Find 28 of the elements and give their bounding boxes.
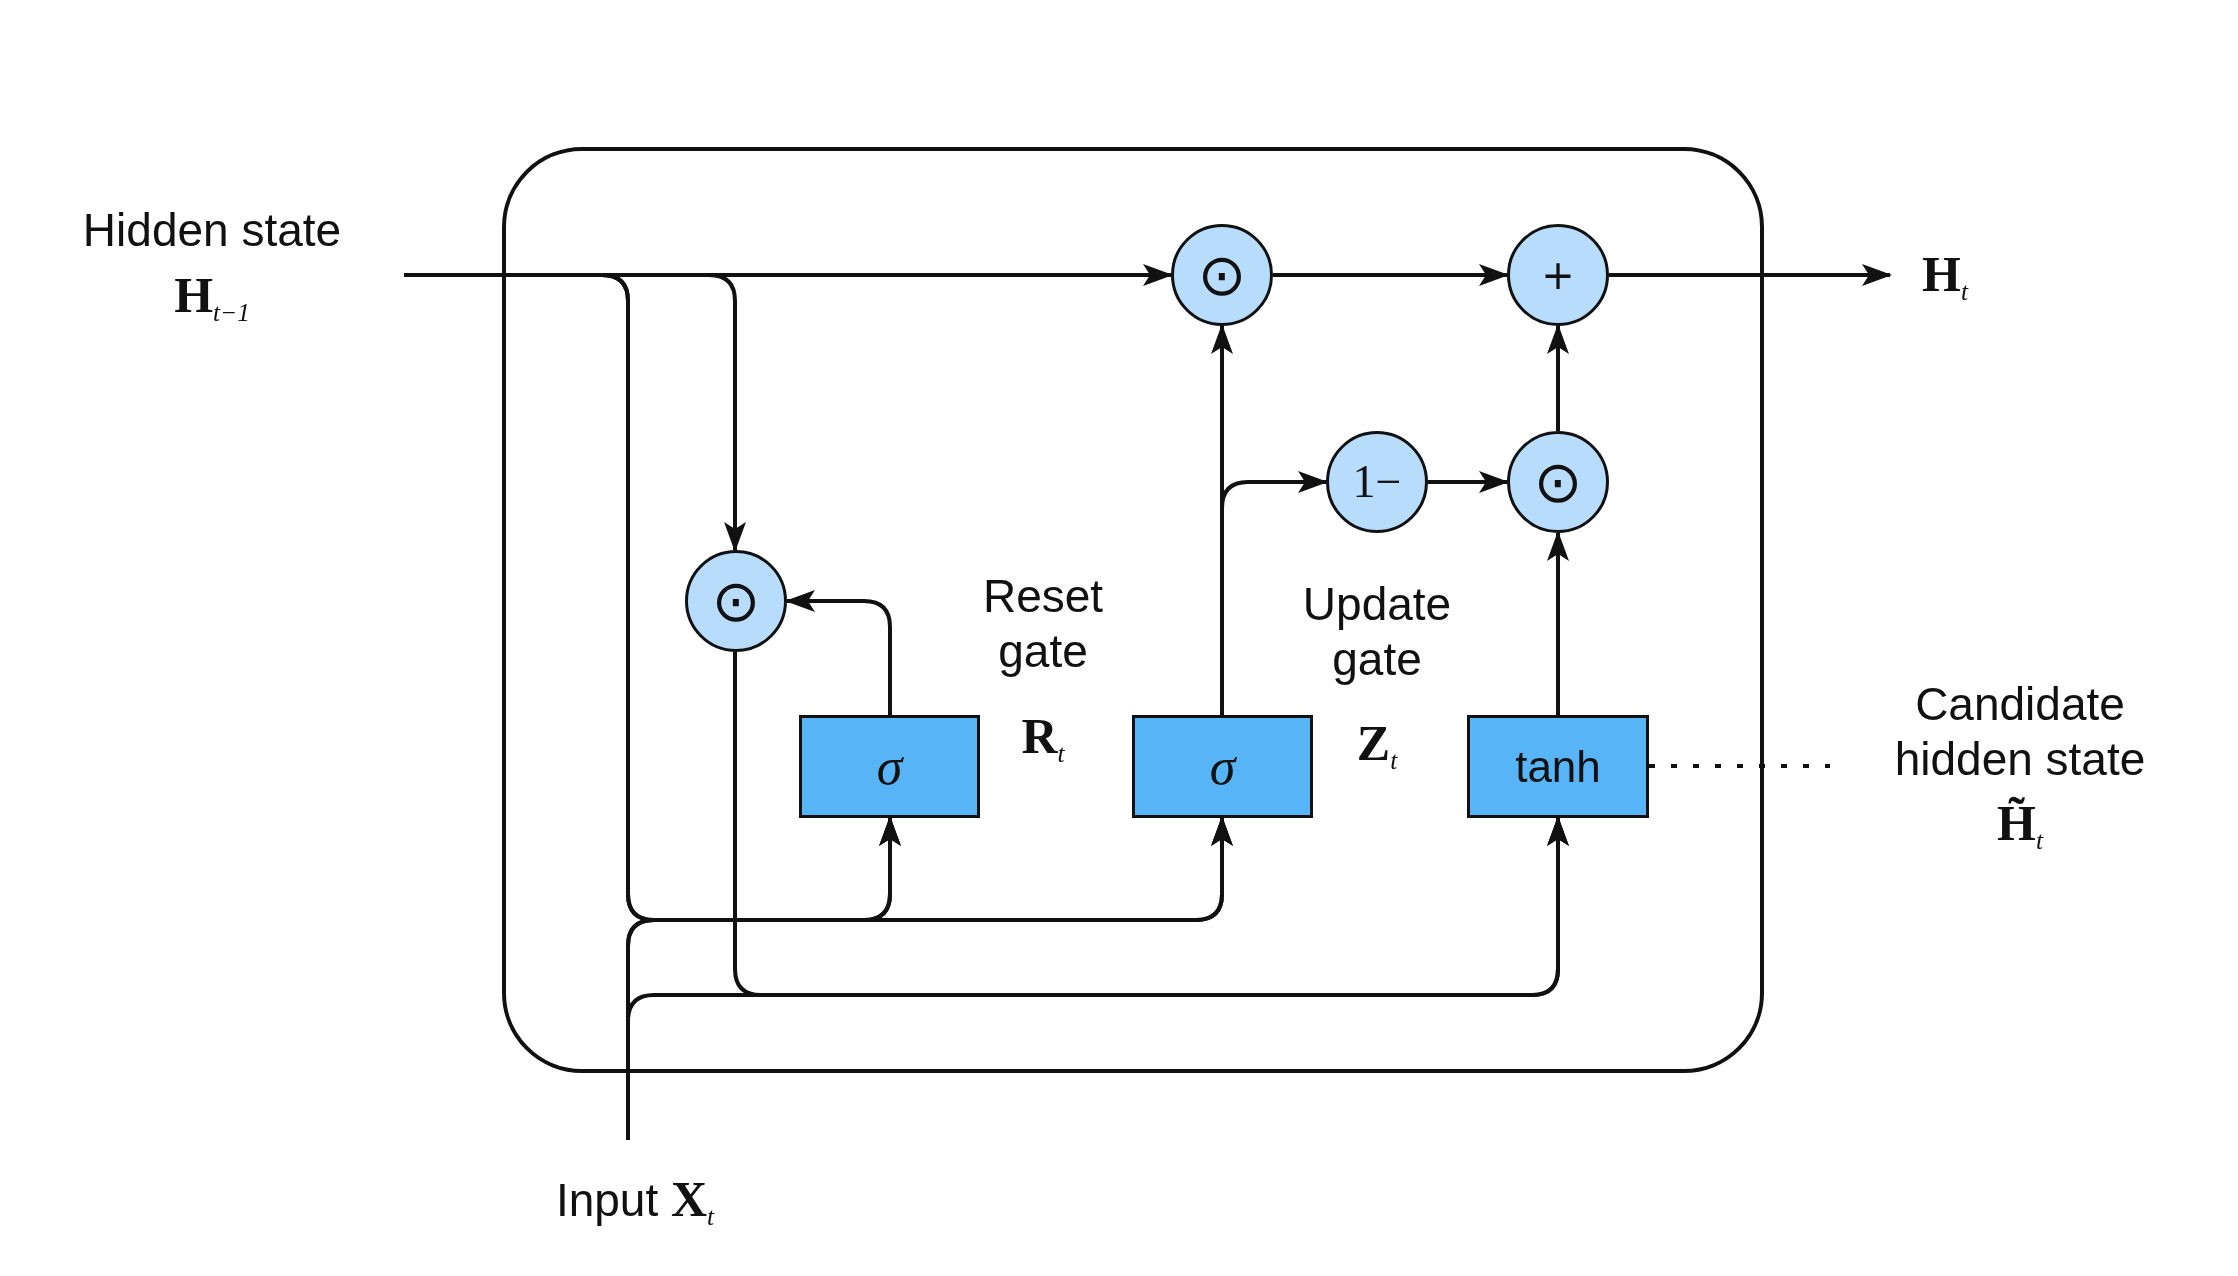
arrow [1220,471,1328,715]
one-minus-operator: 1− [1326,431,1428,533]
gate-label: Update gate [1301,576,1453,687]
cell-frame [502,147,1764,1073]
multiply-operator: ⊙ [1507,431,1609,533]
dotted-line [1649,764,1830,768]
arrow [1609,264,1892,286]
gate-symbol: R$_{t}$ [1020,706,1066,769]
multiply-operator: ⊙ [1171,224,1273,326]
state-symbol: H$_{t−1}$ [174,265,250,327]
input-label: Input X$_{t}$ [555,1169,715,1232]
output-state-symbol: H$_{t}$ [1922,244,1968,307]
hidden-state-label: Hidden state [82,203,342,259]
candidate-state-symbol: H̃$_{t}$ [1997,794,2043,856]
arrow [1273,264,1509,286]
arrow [733,652,1569,997]
candidate-state-label: Candidate hidden state [1893,676,2147,787]
arrow [1547,531,1569,715]
add-operator: + [1507,224,1609,326]
multiply-operator: ⊙ [685,550,787,652]
gate-label: Reset gate [981,568,1105,679]
arrow [1547,324,1569,431]
gate-symbol: Z$_{t}$ [1355,713,1399,776]
arrow [785,590,892,715]
sigmoid-layer: σ [799,715,980,818]
arrow [1428,471,1509,493]
sigmoid-layer: σ [1132,715,1313,818]
tanh-layer: tanh [1467,715,1649,818]
